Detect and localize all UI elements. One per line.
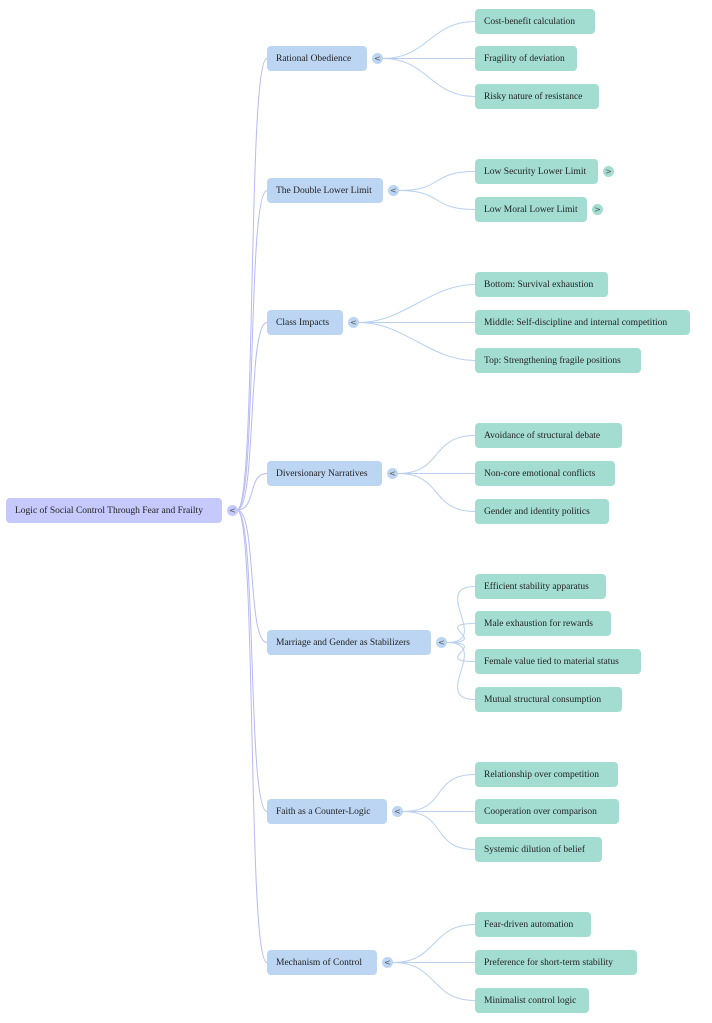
branch-link	[392, 924, 476, 963]
branch-collapse-toggle[interactable]: <	[388, 185, 399, 196]
branch-link	[382, 58, 476, 97]
leaf-node[interactable]: Top: Strengthening fragile positions	[475, 348, 641, 373]
leaf-node[interactable]: Systemic dilution of belief	[475, 837, 602, 862]
root-collapse-toggle[interactable]: <	[227, 505, 238, 516]
branch-label: Faith as a Counter-Logic	[276, 806, 371, 817]
branch-node[interactable]: The Double Lower Limit	[267, 178, 383, 203]
leaf-expand-toggle[interactable]: >	[592, 204, 603, 215]
leaf-node[interactable]: Preference for short-term stability	[475, 950, 637, 975]
leaf-label: Low Security Lower Limit	[484, 166, 587, 177]
leaf-label: Risky nature of resistance	[484, 91, 583, 102]
leaf-label: Male exhaustion for rewards	[484, 618, 593, 629]
branch-link	[358, 284, 476, 323]
leaf-label: Top: Strengthening fragile positions	[484, 355, 621, 366]
root-link	[236, 509, 268, 963]
branch-link	[402, 774, 476, 812]
branch-node[interactable]: Marriage and Gender as Stabilizers	[267, 630, 431, 655]
root-link	[236, 473, 268, 511]
branch-label: Rational Obedience	[276, 53, 352, 64]
leaf-label: Cost-benefit calculation	[484, 16, 576, 27]
leaf-node[interactable]: Fragility of deviation	[475, 46, 577, 71]
branch-collapse-toggle[interactable]: <	[392, 806, 403, 817]
branch-link	[402, 811, 476, 850]
leaf-node[interactable]: Male exhaustion for rewards	[475, 611, 611, 636]
leaf-node[interactable]: Low Moral Lower Limit	[475, 197, 587, 222]
leaf-node[interactable]: Low Security Lower Limit	[475, 159, 598, 184]
leaf-node[interactable]: Minimalist control logic	[475, 988, 589, 1013]
leaf-node[interactable]: Middle: Self-discipline and internal com…	[475, 310, 690, 335]
leaf-label: Minimalist control logic	[484, 995, 577, 1006]
branch-link	[398, 190, 476, 210]
leaf-node[interactable]: Mutual structural consumption	[475, 687, 622, 712]
leaf-node[interactable]: Relationship over competition	[475, 762, 618, 787]
branch-link	[446, 642, 476, 662]
branch-link	[446, 586, 476, 643]
branch-link	[397, 435, 476, 474]
leaf-label: Relationship over competition	[484, 769, 600, 780]
leaf-label: Mutual structural consumption	[484, 694, 602, 705]
branch-node[interactable]: Faith as a Counter-Logic	[267, 799, 387, 824]
root-link	[236, 190, 268, 511]
leaf-label: Non-core emotional conflicts	[484, 468, 596, 479]
leaf-node[interactable]: Efficient stability apparatus	[475, 574, 606, 599]
branch-link	[358, 322, 476, 361]
branch-link	[446, 623, 476, 643]
branch-node[interactable]: Diversionary Narratives	[267, 461, 382, 486]
leaf-node[interactable]: Cost-benefit calculation	[475, 9, 595, 34]
branch-label: Marriage and Gender as Stabilizers	[276, 637, 411, 648]
leaf-label: Efficient stability apparatus	[484, 581, 589, 592]
branch-link	[397, 473, 476, 512]
leaf-node[interactable]: Cooperation over comparison	[475, 799, 619, 824]
branch-collapse-toggle[interactable]: <	[436, 637, 447, 648]
branch-link	[392, 962, 476, 1001]
leaf-label: Cooperation over comparison	[484, 806, 597, 817]
branch-node[interactable]: Rational Obedience	[267, 46, 367, 71]
leaf-label: Avoidance of structural debate	[484, 430, 601, 441]
root-node[interactable]: Logic of Social Control Through Fear and…	[6, 498, 222, 523]
branch-collapse-toggle[interactable]: <	[372, 53, 383, 64]
branch-label: Mechanism of Control	[276, 957, 363, 968]
leaf-label: Female value tied to material status	[484, 656, 619, 667]
leaf-label: Systemic dilution of belief	[484, 844, 586, 855]
branch-link	[382, 21, 476, 59]
branch-label: Class Impacts	[276, 317, 330, 328]
branch-node[interactable]: Class Impacts	[267, 310, 343, 335]
leaf-node[interactable]: Fear-driven automation	[475, 912, 591, 937]
leaf-node[interactable]: Non-core emotional conflicts	[475, 461, 615, 486]
branch-label: Diversionary Narratives	[276, 468, 368, 479]
leaf-node[interactable]: Gender and identity politics	[475, 499, 609, 524]
leaf-node[interactable]: Bottom: Survival exhaustion	[475, 272, 608, 297]
leaf-label: Preference for short-term stability	[484, 957, 613, 968]
branch-node[interactable]: Mechanism of Control	[267, 950, 377, 975]
leaf-label: Middle: Self-discipline and internal com…	[484, 317, 668, 328]
leaf-label: Fear-driven automation	[484, 919, 574, 930]
leaf-expand-toggle[interactable]: >	[603, 166, 614, 177]
branch-link	[446, 642, 476, 700]
root-link	[236, 509, 268, 643]
branch-label: The Double Lower Limit	[276, 185, 372, 196]
root-link	[236, 58, 268, 511]
leaf-label: Gender and identity politics	[484, 506, 590, 517]
branch-collapse-toggle[interactable]: <	[382, 957, 393, 968]
root-link	[236, 322, 268, 511]
branch-link	[398, 171, 476, 191]
branch-collapse-toggle[interactable]: <	[348, 317, 359, 328]
leaf-node[interactable]: Female value tied to material status	[475, 649, 641, 674]
leaf-node[interactable]: Avoidance of structural debate	[475, 423, 622, 448]
branch-collapse-toggle[interactable]: <	[387, 468, 398, 479]
leaf-label: Bottom: Survival exhaustion	[484, 279, 594, 290]
leaf-node[interactable]: Risky nature of resistance	[475, 84, 599, 109]
root-link	[236, 509, 268, 812]
leaf-label: Low Moral Lower Limit	[484, 204, 578, 215]
leaf-label: Fragility of deviation	[484, 53, 565, 64]
root-label: Logic of Social Control Through Fear and…	[15, 505, 203, 516]
